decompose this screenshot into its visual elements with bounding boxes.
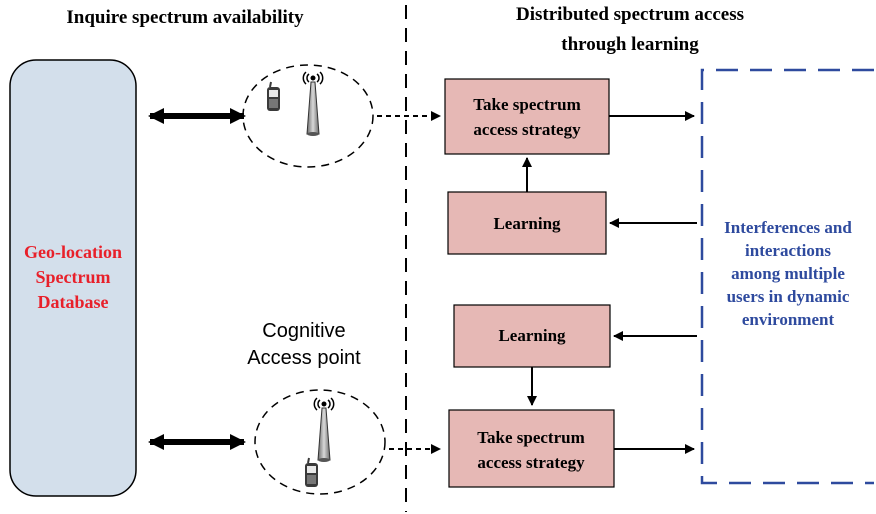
learning-box-bottom — [453, 304, 611, 368]
antenna-tower-icon — [313, 397, 335, 462]
access-point-group-bottom — [254, 389, 386, 495]
geo-location-database — [9, 59, 137, 497]
database-label-line1: Geo-location — [24, 242, 122, 262]
database-label-line3: Database — [38, 292, 109, 312]
learning-box-top-label: Learning — [493, 214, 561, 233]
strategy-box-bottom-line1: Take spectrum — [477, 428, 585, 447]
environment-label-line4: users in dynamic — [727, 287, 850, 306]
strategy-box-top-line1: Take spectrum — [473, 95, 581, 114]
mobile-phone-icon — [305, 457, 318, 487]
environment-label-line2: interactions — [745, 241, 831, 260]
left-section-title: Inquire spectrum availability — [66, 7, 304, 28]
environment-label-line3: among multiple — [731, 264, 845, 283]
learning-box-bottom-label: Learning — [498, 326, 566, 345]
access-point-label-line2: Access point — [247, 347, 361, 369]
strategy-box-top-line2: access strategy — [473, 120, 581, 139]
strategy-box-top — [444, 78, 610, 155]
right-section-title-line1: Distributed spectrum access — [516, 4, 744, 25]
learning-box-top — [447, 191, 607, 255]
antenna-tower-icon — [302, 71, 324, 136]
environment-label-line5: environment — [742, 310, 835, 329]
strategy-box-bottom-line2: access strategy — [477, 453, 585, 472]
access-point-label-line1: Cognitive — [262, 320, 345, 342]
environment-label-line1: Interferences and — [724, 218, 852, 237]
access-point-group-top — [242, 64, 374, 168]
mobile-phone-icon — [267, 81, 280, 111]
database-label-line2: Spectrum — [36, 267, 111, 287]
environment-box — [700, 68, 874, 485]
right-section-title-line2: through learning — [561, 34, 699, 55]
strategy-box-bottom — [448, 409, 615, 488]
